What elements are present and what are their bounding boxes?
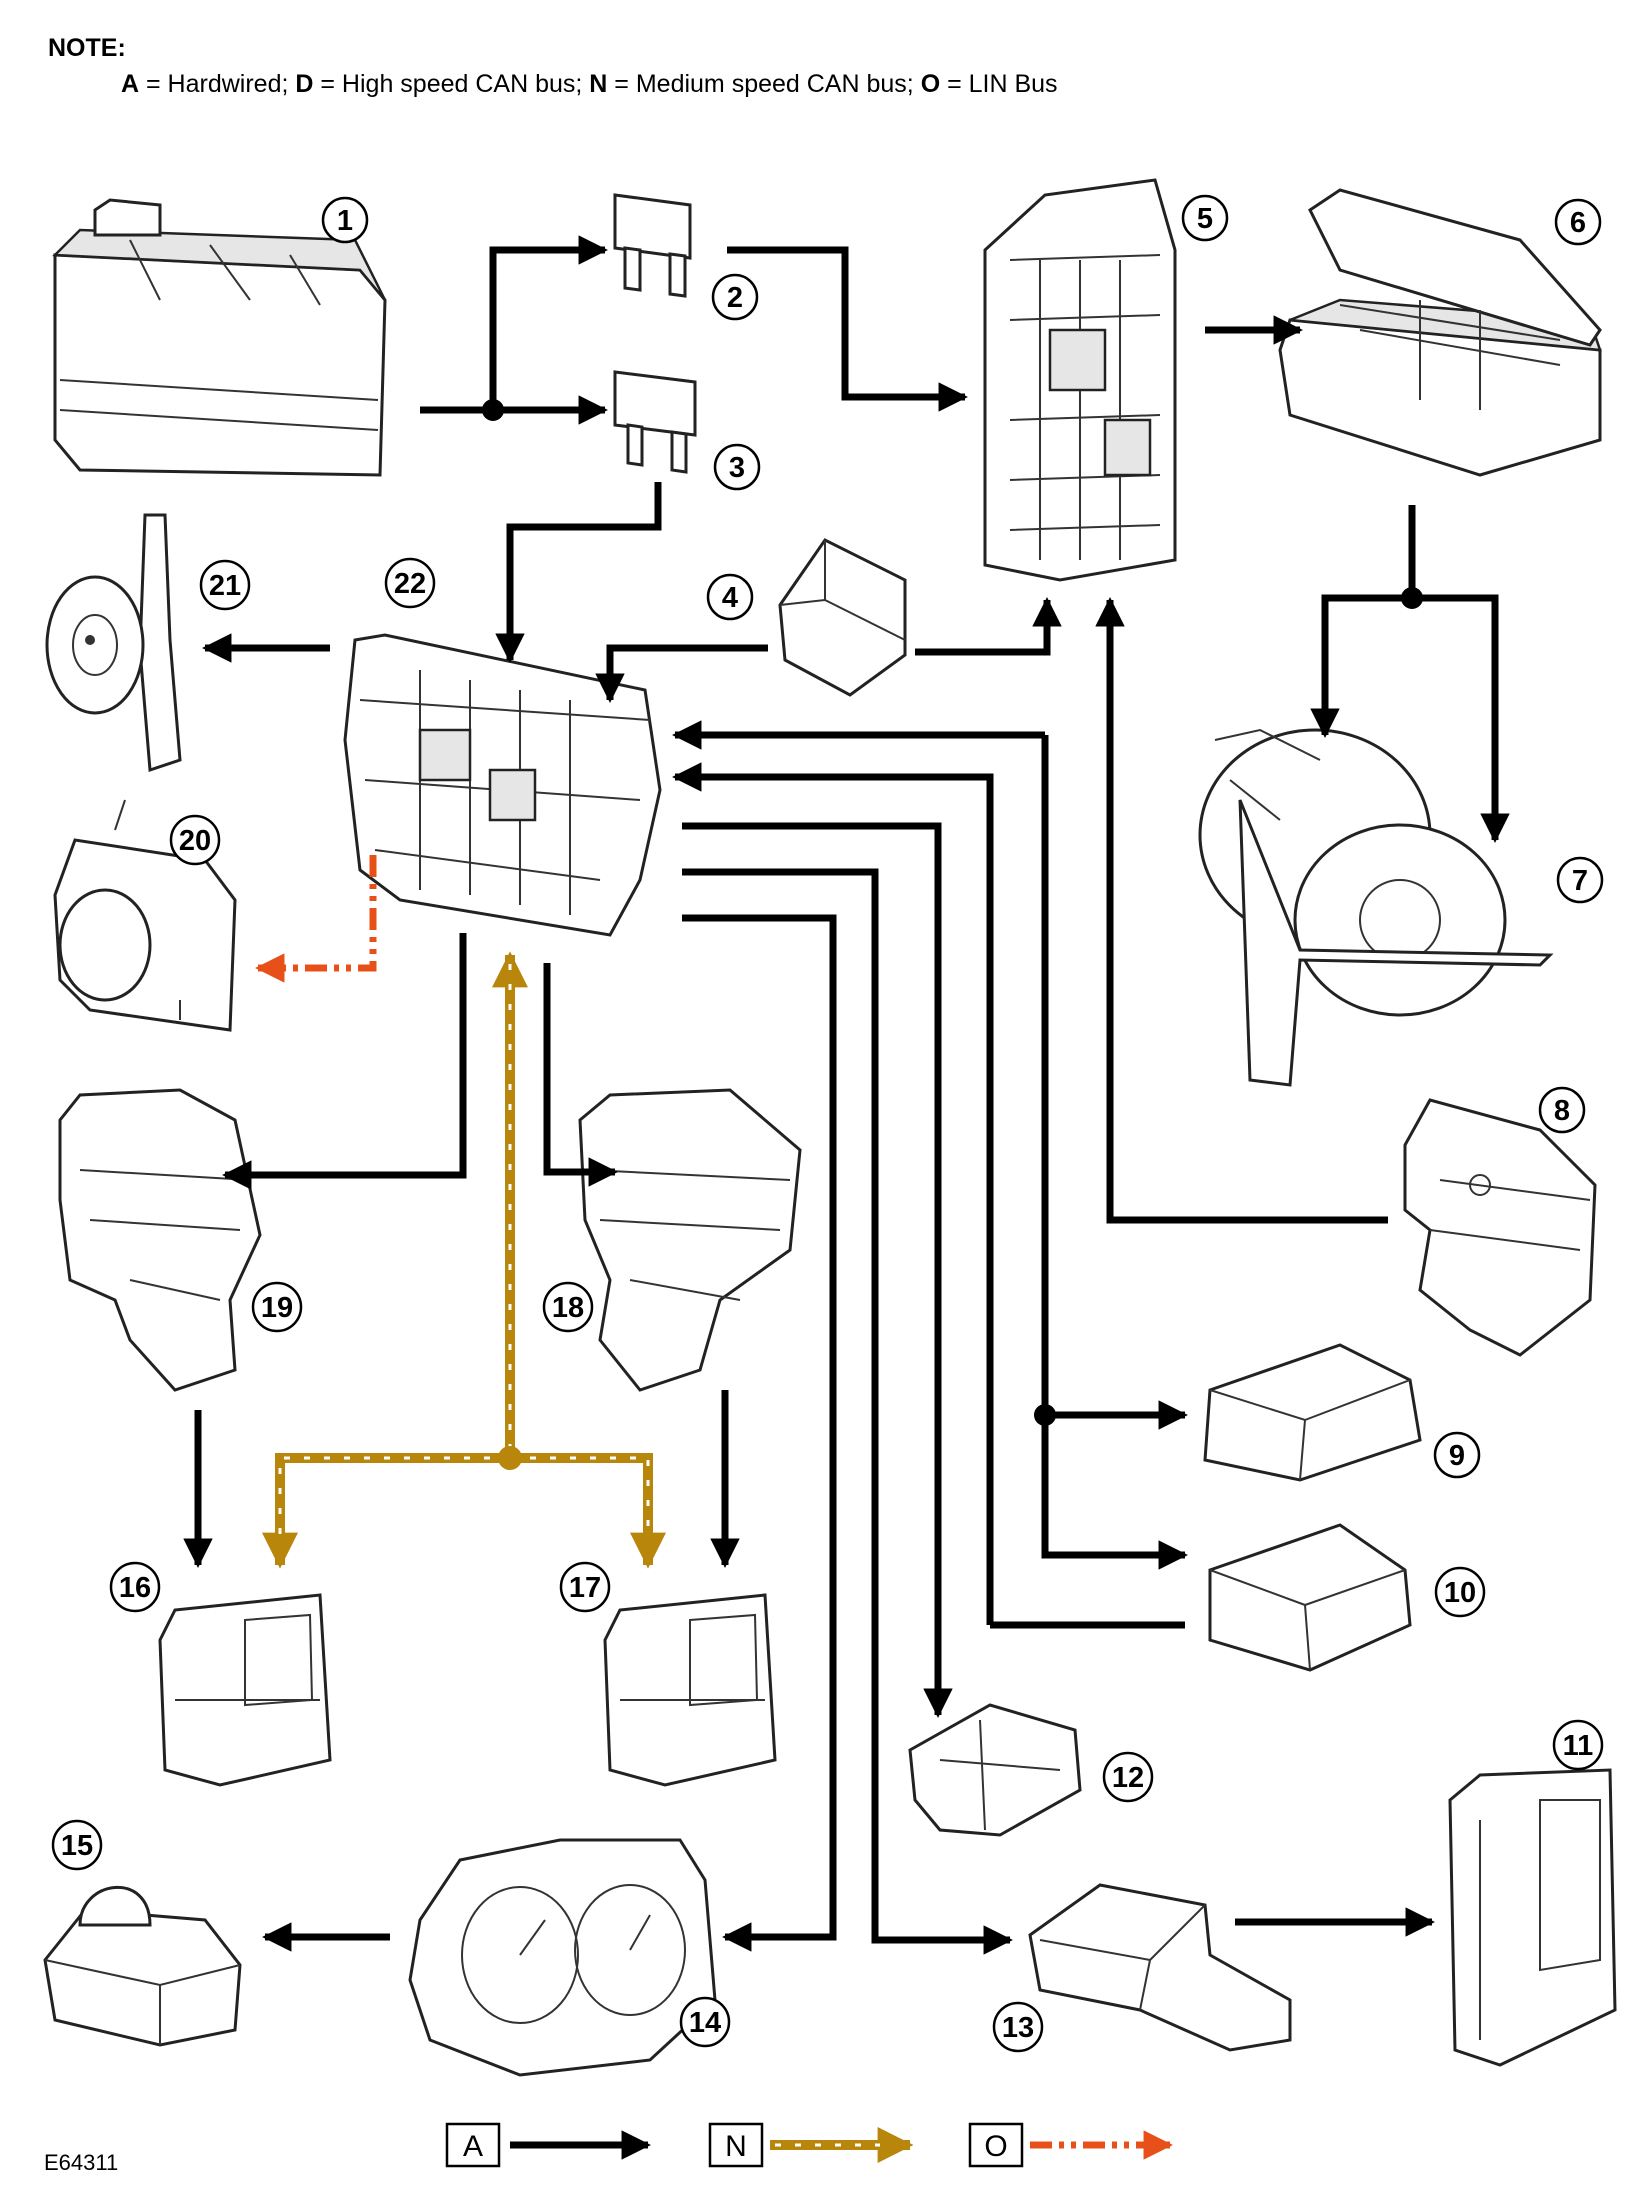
- component-module-17: [603, 1593, 777, 1787]
- svg-text:7: 7: [1572, 865, 1588, 897]
- lin-bus-connection: [255, 855, 377, 983]
- svg-text:21: 21: [209, 570, 241, 602]
- callout-22: 22: [384, 557, 436, 609]
- svg-text:19: 19: [261, 1292, 293, 1324]
- svg-text:3: 3: [729, 452, 745, 484]
- callout-6: 6: [1554, 198, 1602, 246]
- component-module-9: [1203, 1343, 1422, 1482]
- callout-8: 8: [1538, 1086, 1586, 1134]
- note-code-n: N: [589, 70, 608, 98]
- callout-13: 13: [992, 2001, 1044, 2053]
- callout-7: 7: [1556, 856, 1604, 904]
- svg-text:18: 18: [552, 1292, 584, 1324]
- legend-item-hardwired: A: [445, 2122, 651, 2168]
- svg-text:16: 16: [119, 1572, 151, 1604]
- legend: A N O: [445, 2122, 1173, 2168]
- svg-text:2: 2: [727, 282, 743, 314]
- note-text-d: = High speed CAN bus;: [313, 70, 590, 98]
- callout-2: 2: [711, 273, 759, 321]
- callout-18: 18: [542, 1281, 594, 1333]
- svg-text:9: 9: [1449, 1440, 1465, 1472]
- note-text-n: = Medium speed CAN bus;: [607, 70, 921, 98]
- svg-text:10: 10: [1444, 1577, 1476, 1609]
- legend-item-medium-speed-can: N: [708, 2122, 914, 2168]
- legend-item-lin-bus: O: [968, 2122, 1173, 2168]
- component-module-16: [158, 1593, 332, 1787]
- hardwired-connections: [183, 235, 1510, 1955]
- component-latch-8: [1403, 1098, 1597, 1357]
- component-battery: [52, 198, 387, 477]
- svg-text:13: 13: [1002, 2012, 1034, 2044]
- svg-text:22: 22: [394, 568, 426, 600]
- callout-10: 10: [1434, 1566, 1486, 1618]
- callout-5: 5: [1181, 194, 1229, 242]
- component-sensor-12: [908, 1703, 1082, 1837]
- note-text-a: = Hardwired;: [139, 70, 296, 98]
- can-junction-dot: [498, 1446, 522, 1470]
- svg-text:O: O: [984, 2130, 1007, 2163]
- component-door-lock-18: [578, 1088, 802, 1392]
- component-instrument-cluster-14: [408, 1838, 717, 2077]
- component-fuse-box-5: [983, 178, 1177, 582]
- figure-reference: E64311: [44, 2150, 118, 2175]
- note-title: NOTE:: [48, 34, 126, 62]
- callout-3: 3: [713, 443, 761, 491]
- note-block: NOTE: A = Hardwired; D = High speed CAN …: [48, 30, 1058, 102]
- junction-dot: [1034, 1404, 1056, 1426]
- component-fuse-box-6: [1278, 188, 1602, 477]
- svg-text:5: 5: [1197, 203, 1213, 235]
- callout-17: 17: [559, 1561, 611, 1613]
- callout-15: 15: [51, 1819, 103, 1871]
- svg-text:15: 15: [61, 1830, 93, 1862]
- note-line: A = Hardwired; D = High speed CAN bus; N…: [48, 66, 1058, 102]
- svg-text:6: 6: [1570, 207, 1586, 239]
- component-door-lock-19: [58, 1088, 262, 1392]
- svg-text:17: 17: [569, 1572, 601, 1604]
- junction-dot: [1401, 587, 1423, 609]
- component-horns-7: [1198, 728, 1554, 1087]
- svg-text:A: A: [463, 2130, 483, 2163]
- note-code-o: O: [920, 70, 941, 98]
- callout-11: 11: [1552, 1719, 1604, 1771]
- callout-19: 19: [251, 1281, 303, 1333]
- callout-1: 1: [321, 196, 369, 244]
- note-code-a: A: [121, 70, 140, 98]
- component-fuse-3: [613, 370, 697, 474]
- note-text-o: = LIN Bus: [940, 70, 1058, 98]
- svg-text:8: 8: [1554, 1095, 1570, 1127]
- callout-16: 16: [109, 1561, 161, 1613]
- component-module-13: [1028, 1883, 1292, 2052]
- junction-dot: [482, 399, 504, 421]
- svg-text:20: 20: [179, 825, 211, 857]
- medium-speed-can-connections: [262, 951, 666, 1569]
- svg-text:N: N: [725, 2130, 747, 2163]
- component-body-control-module-22: [343, 633, 662, 937]
- callout-labels: 1 2 3 4 5 6 7 8 9 10 11 12 13 14 15 16 1…: [51, 194, 1604, 2053]
- callout-12: 12: [1102, 1751, 1154, 1803]
- component-fuse-2: [613, 193, 692, 298]
- svg-text:12: 12: [1112, 1762, 1144, 1794]
- component-module-15: [43, 1886, 242, 2047]
- component-module-10: [1208, 1523, 1412, 1672]
- callout-21: 21: [199, 559, 251, 611]
- svg-text:11: 11: [1563, 1730, 1594, 1762]
- component-horn-21: [45, 513, 182, 773]
- svg-text:1: 1: [337, 205, 353, 237]
- svg-text:14: 14: [689, 2007, 721, 2039]
- component-sounder-20: [53, 799, 237, 1032]
- callout-20: 20: [169, 814, 221, 866]
- callout-9: 9: [1433, 1431, 1481, 1479]
- component-module-4: [778, 538, 907, 697]
- component-ecu-11: [1448, 1768, 1617, 2067]
- callout-14: 14: [679, 1996, 731, 2048]
- note-code-d: D: [295, 70, 314, 98]
- svg-text:4: 4: [722, 582, 738, 614]
- callout-4: 4: [706, 573, 754, 621]
